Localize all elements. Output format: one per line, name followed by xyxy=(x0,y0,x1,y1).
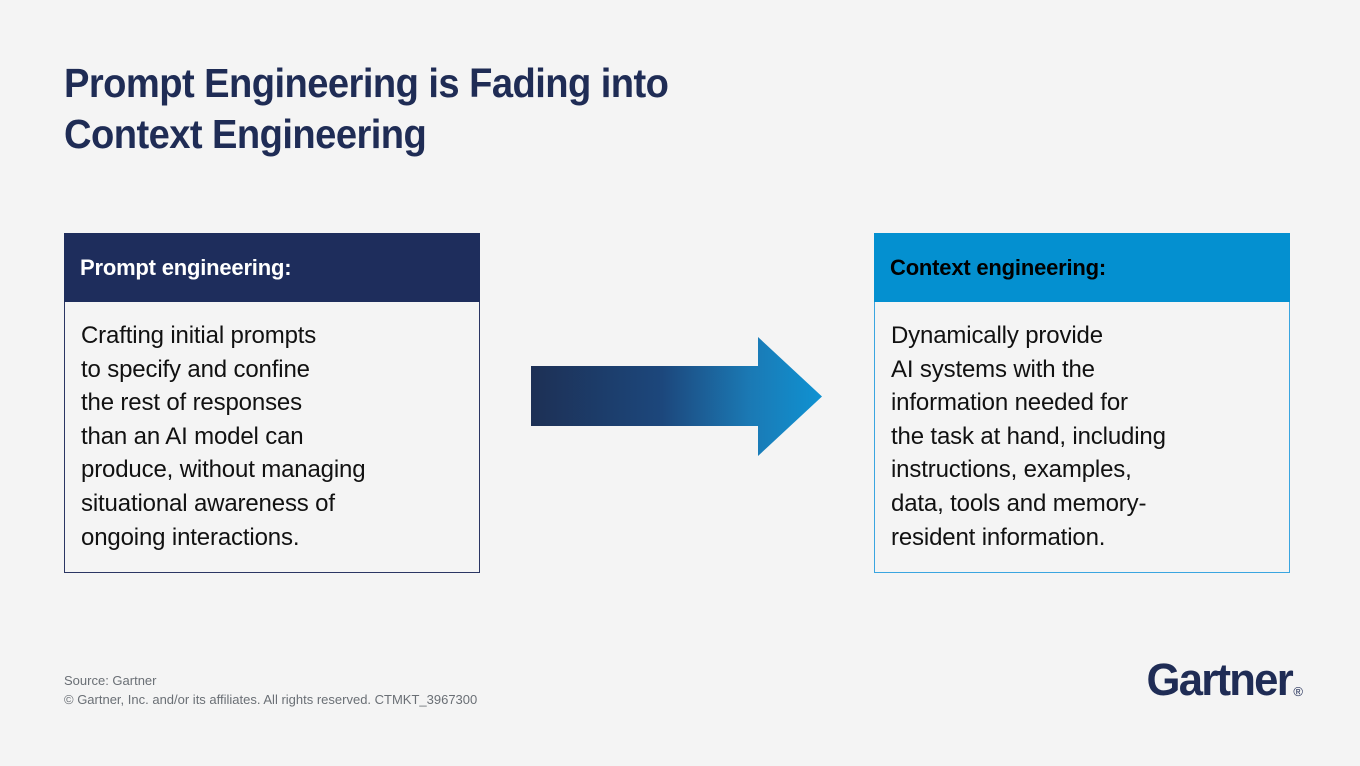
context-engineering-card: Context engineering: Dynamically provide… xyxy=(874,233,1290,573)
registered-trademark-icon: ® xyxy=(1293,684,1303,699)
footer-source: Source: Gartner xyxy=(64,673,157,688)
gartner-logo: Gartner ® xyxy=(1142,657,1303,702)
page-title: Prompt Engineering is Fading into Contex… xyxy=(64,60,669,157)
footer: Source: Gartner © Gartner, Inc. and/or i… xyxy=(64,671,477,709)
prompt-engineering-card: Prompt engineering: Crafting initial pro… xyxy=(64,233,480,573)
context-engineering-card-body: Dynamically provide AI systems with the … xyxy=(874,302,1290,573)
transition-arrow xyxy=(531,337,822,456)
footer-copyright: © Gartner, Inc. and/or its affiliates. A… xyxy=(64,692,478,707)
context-engineering-card-header: Context engineering: xyxy=(874,233,1290,302)
prompt-engineering-card-body: Crafting initial prompts to specify and … xyxy=(64,302,480,573)
right-arrow-icon xyxy=(531,337,822,456)
gartner-wordmark: Gartner xyxy=(1146,654,1294,705)
prompt-engineering-card-header: Prompt engineering: xyxy=(64,233,480,302)
